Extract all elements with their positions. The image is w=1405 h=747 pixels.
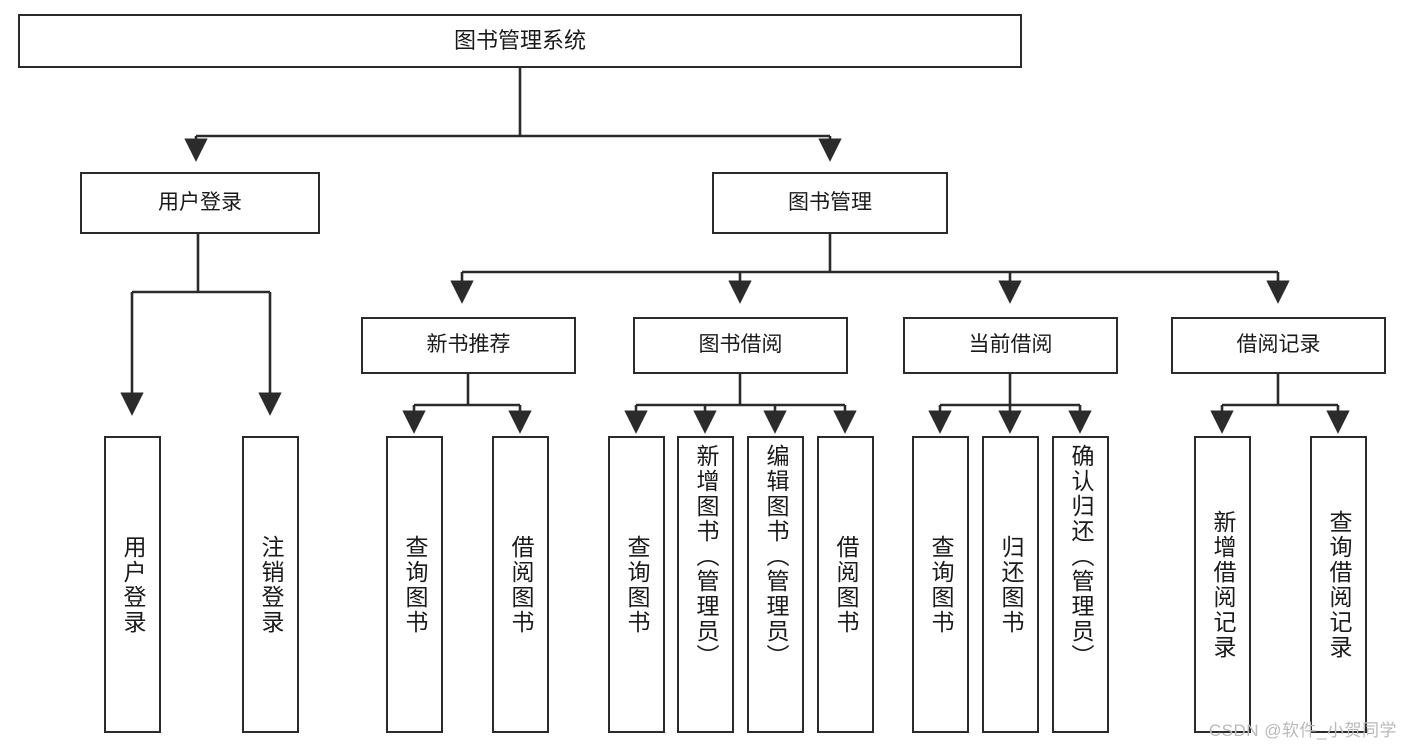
node-label: 用户登录 xyxy=(120,534,146,635)
node-label: 用户登录 xyxy=(158,190,242,214)
node-label: 查询图书 xyxy=(928,534,954,635)
node-label: 归还图书 xyxy=(998,534,1024,635)
leaf-current-confirm-return-admin[interactable]: 确认归还（管理员） xyxy=(1052,436,1109,733)
node-label: 新书推荐 xyxy=(426,333,511,357)
watermark: CSDN @软件_小贺同学 xyxy=(1208,721,1397,740)
node-new-book-recommend[interactable]: 新书推荐 xyxy=(361,317,576,374)
leaf-user-login-login[interactable]: 用户登录 xyxy=(104,436,161,733)
node-label: 图书管理 xyxy=(788,190,872,214)
leaf-current-return-book[interactable]: 归还图书 xyxy=(982,436,1039,733)
leaf-borrow-query-book[interactable]: 查询图书 xyxy=(608,436,665,733)
node-label: 确认归还（管理员） xyxy=(1068,444,1094,669)
node-label: 查询图书 xyxy=(624,534,650,635)
node-label: 查询图书 xyxy=(402,534,428,635)
leaf-new-book-borrow[interactable]: 借阅图书 xyxy=(492,436,549,733)
leaf-current-query-book[interactable]: 查询图书 xyxy=(912,436,969,733)
node-label: 图书管理系统 xyxy=(453,28,586,54)
node-label: 新增图书（管理员） xyxy=(693,444,719,669)
leaf-borrow-edit-book-admin[interactable]: 编辑图书（管理员） xyxy=(747,436,804,733)
node-current-borrow[interactable]: 当前借阅 xyxy=(903,317,1118,374)
node-book-borrow[interactable]: 图书借阅 xyxy=(633,317,848,374)
leaf-record-query-record[interactable]: 查询借阅记录 xyxy=(1310,436,1367,733)
node-label: 借阅记录 xyxy=(1236,333,1321,357)
node-label: 借阅图书 xyxy=(833,534,859,635)
node-root-system[interactable]: 图书管理系统 xyxy=(18,14,1022,68)
node-label: 图书借阅 xyxy=(698,333,783,357)
leaf-borrow-borrow-book[interactable]: 借阅图书 xyxy=(817,436,874,733)
leaf-new-book-query[interactable]: 查询图书 xyxy=(386,436,443,733)
node-label: 查询借阅记录 xyxy=(1326,509,1352,660)
node-label: 借阅图书 xyxy=(508,534,534,635)
leaf-user-login-logout[interactable]: 注销登录 xyxy=(242,436,299,733)
node-book-management[interactable]: 图书管理 xyxy=(712,172,948,234)
leaf-borrow-add-book-admin[interactable]: 新增图书（管理员） xyxy=(677,436,734,733)
leaf-record-add-record[interactable]: 新增借阅记录 xyxy=(1194,436,1251,733)
node-label: 编辑图书（管理员） xyxy=(763,444,789,669)
node-label: 当前借阅 xyxy=(968,333,1053,357)
node-label: 新增借阅记录 xyxy=(1210,509,1236,660)
node-user-login[interactable]: 用户登录 xyxy=(80,172,320,234)
node-label: 注销登录 xyxy=(258,534,284,635)
node-borrow-record[interactable]: 借阅记录 xyxy=(1171,317,1386,374)
